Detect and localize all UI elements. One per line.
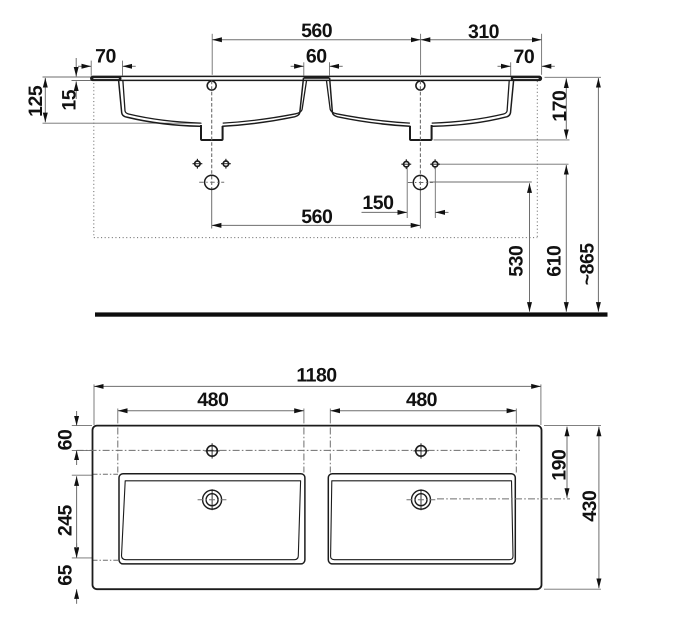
svg-text:65: 65 [55, 564, 77, 585]
svg-text:560: 560 [301, 20, 333, 42]
svg-text:70: 70 [95, 46, 116, 68]
svg-text:430: 430 [579, 490, 601, 522]
svg-text:310: 310 [468, 21, 500, 43]
svg-text:125: 125 [25, 85, 47, 117]
svg-text:560: 560 [301, 206, 333, 228]
svg-text:170: 170 [549, 90, 571, 122]
svg-text:480: 480 [406, 389, 438, 411]
svg-text:480: 480 [197, 389, 229, 411]
svg-text:530: 530 [505, 245, 527, 277]
svg-text:60: 60 [55, 429, 77, 450]
svg-text:~865: ~865 [576, 243, 598, 286]
svg-text:245: 245 [55, 504, 77, 536]
svg-text:610: 610 [543, 245, 565, 277]
svg-text:150: 150 [362, 192, 394, 214]
svg-text:1180: 1180 [296, 364, 337, 386]
svg-text:70: 70 [514, 46, 535, 68]
svg-text:15: 15 [59, 89, 81, 110]
svg-text:60: 60 [306, 46, 327, 68]
svg-text:190: 190 [548, 449, 570, 481]
